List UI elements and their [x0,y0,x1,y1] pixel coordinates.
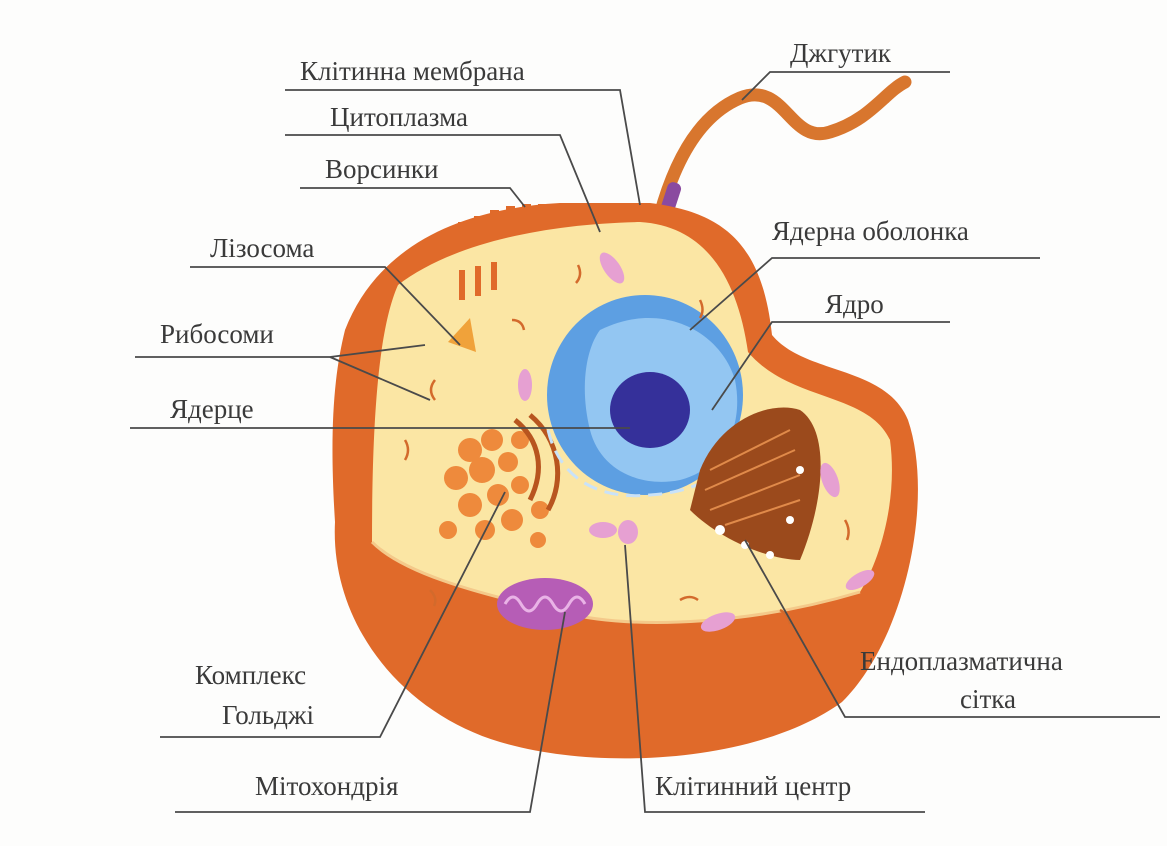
label-ribosomes: Рибосоми [160,319,274,349]
label-flagellum: Джгутик [790,38,892,68]
label-cytoplasm: Цитоплазма [330,102,468,132]
label-lysosome: Лізосома [210,233,314,263]
er-shape [690,407,821,560]
label-cell-center: Клітинний центр [655,771,851,801]
label-golgi-line2: Гольджі [222,700,314,730]
golgi-shape [439,413,561,548]
leader-lines [130,71,1160,813]
label-nucleolus: Ядерце [170,394,254,424]
label-nuclear-envelope: Ядерна оболонка [772,216,969,246]
lysosome-shape [448,318,476,352]
flagellum-shape [653,75,912,222]
label-cell-membrane: Клітинна мембрана [300,56,525,86]
label-er-line2: сітка [960,684,1016,714]
label-nucleus: Ядро [825,289,884,319]
cell-center-shape [589,520,638,544]
vesicles [518,252,875,632]
label-er-line1: Ендоплазматична [860,646,1063,676]
label-villi: Ворсинки [325,154,438,184]
nucleolus-shape [610,372,690,448]
mitochondrion-shape [497,578,593,630]
label-golgi-line1: Комплекс [195,660,306,690]
villi-shape [458,204,547,272]
label-mitochondrion: Мітохондрія [255,771,398,801]
